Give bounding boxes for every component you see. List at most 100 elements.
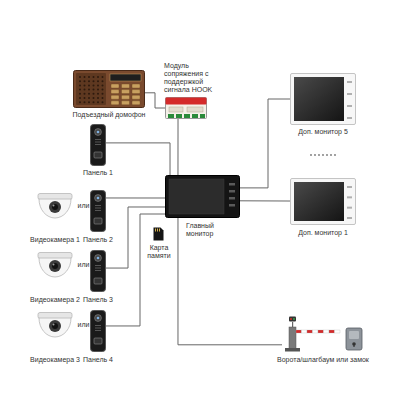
door-intercom-icon-part	[84, 76, 86, 78]
call-panel-icon-part	[95, 255, 102, 262]
video-camera-icon-part	[52, 263, 58, 269]
door-intercom-icon-part	[122, 84, 130, 88]
call-panel-icon-part	[94, 152, 102, 158]
main-monitor: Главный монитор	[165, 175, 240, 218]
call-panel-icon-part	[95, 268, 101, 269]
call-panel-icon-part	[95, 270, 101, 271]
cable-line	[145, 93, 165, 108]
door-intercom-icon-part	[132, 101, 140, 105]
door-intercom-icon-part	[111, 95, 119, 99]
call-panel-icon-part	[91, 125, 106, 166]
main-monitor-icon-part	[229, 204, 235, 207]
door-intercom-icon-part	[93, 76, 95, 78]
video-camera: Видеокамера 3	[33, 312, 77, 339]
door-intercom-icon-part	[79, 97, 81, 99]
extra-monitor-icon-part	[291, 74, 356, 125]
video-camera-icon-part	[49, 201, 61, 213]
extra-monitor-icon-part	[347, 196, 352, 198]
main-monitor-icon	[165, 175, 240, 218]
memory-card-icon-part	[159, 229, 160, 232]
video-camera-icon-part	[49, 260, 61, 272]
memory-card-icon-part	[155, 229, 156, 232]
interface-module-icon-part	[200, 114, 205, 118]
video-camera-icon-part	[52, 323, 58, 329]
video-camera-icon	[33, 193, 77, 220]
door-intercom-icon-part	[102, 93, 104, 95]
interface-module-icon-part	[187, 107, 203, 112]
extra-monitor-icon-part	[347, 81, 352, 83]
door-intercom-icon-part	[93, 97, 95, 99]
extra-monitor-icon-part	[294, 182, 344, 221]
video-camera-icon	[33, 252, 77, 279]
device-caption: Видеокамера 2	[30, 296, 80, 304]
call-panel-icon-part	[94, 218, 102, 224]
call-panel-icon-part	[95, 265, 101, 266]
call-panel: Панель 1	[90, 124, 106, 166]
gate-lock-icon-part	[346, 328, 362, 350]
door-intercom-icon-part	[76, 73, 106, 105]
door-intercom-icon-part	[88, 84, 90, 86]
door-intercom-icon-part	[122, 95, 130, 99]
call-panel: Панель 3	[90, 250, 106, 292]
video-camera-icon-part	[39, 199, 71, 218]
interface-module-icon-part	[184, 114, 190, 118]
gate-lock-icon-part	[289, 317, 296, 322]
door-intercom-icon-part	[93, 84, 95, 86]
extra-monitor-icon-part	[347, 207, 352, 209]
more-monitors-dots-part	[310, 154, 312, 156]
door-intercom-icon-part	[93, 89, 95, 91]
call-panel-icon-part	[95, 142, 101, 143]
door-intercom-icon-part	[111, 84, 119, 88]
or-label: или	[78, 202, 90, 210]
cable-line	[240, 99, 290, 188]
cable-line	[106, 197, 165, 198]
video-camera-icon-part	[53, 324, 55, 326]
main-monitor-icon-part	[166, 176, 240, 218]
video-camera-icon-part	[39, 318, 71, 337]
call-panel-icon-part	[95, 195, 102, 202]
gate-lock: Ворота/шлагбаум или замок	[282, 316, 364, 352]
call-panel: Панель 2	[90, 190, 106, 232]
call-panel-icon-part	[95, 139, 101, 140]
call-panel-icon	[90, 124, 106, 166]
door-intercom-icon-part	[84, 84, 86, 86]
gate-lock-icon	[282, 316, 364, 352]
cable-line	[240, 200, 290, 201]
memory-card-icon	[153, 227, 164, 241]
cable-line	[106, 214, 165, 326]
door-intercom-icon-part	[79, 84, 81, 86]
memory-card: Карта памяти	[153, 227, 164, 241]
gate-lock-icon-part	[307, 330, 313, 333]
device-caption: Доп. монитор 1	[298, 229, 348, 237]
interface-module-icon	[165, 97, 207, 119]
more-monitors-dots	[310, 154, 336, 156]
door-intercom-icon-part	[122, 101, 130, 105]
cable-line	[178, 218, 282, 345]
gate-lock-icon-part	[285, 348, 300, 352]
door-intercom-icon-part	[88, 89, 90, 91]
or-label: или	[78, 261, 90, 269]
door-intercom-icon-part	[79, 101, 81, 103]
interface-module: Модуль сопряжения с поддержкой сигнала H…	[165, 97, 207, 119]
video-camera-icon-part	[53, 205, 55, 207]
door-intercom-icon-part	[132, 95, 140, 99]
door-intercom-icon-part	[102, 76, 104, 78]
door-intercom-icon-part	[88, 76, 90, 78]
main-monitor-icon-part	[229, 183, 235, 186]
extra-monitor-icon-part	[347, 117, 352, 119]
interface-module-icon-part	[176, 114, 182, 118]
door-intercom-icon-part	[110, 74, 141, 81]
call-panel-icon-part	[94, 278, 102, 284]
more-monitors-dots-part	[318, 154, 320, 156]
door-intercom-icon-part	[84, 89, 86, 91]
call-panel-icon	[90, 250, 106, 292]
gate-lock-icon-part	[335, 330, 341, 333]
gate-lock-icon-part	[296, 330, 302, 333]
main-monitor-icon-part	[169, 179, 224, 214]
extra-monitor-icon-part	[291, 179, 356, 225]
door-intercom-icon-part	[97, 97, 99, 99]
door-intercom-icon-part	[97, 93, 99, 95]
door-intercom-icon-part	[132, 90, 140, 94]
